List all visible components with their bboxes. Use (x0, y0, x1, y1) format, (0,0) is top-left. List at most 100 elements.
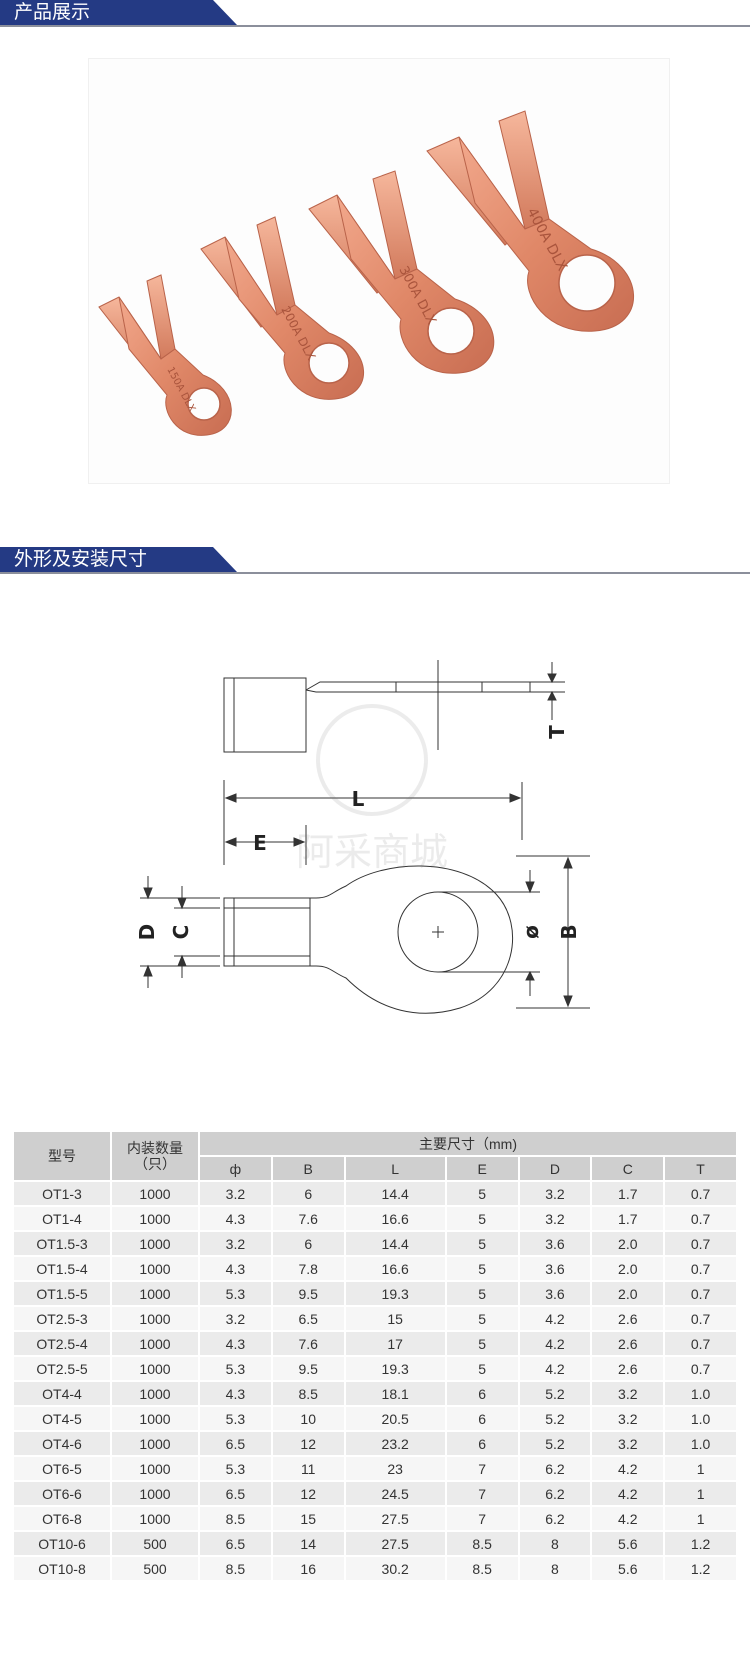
cell-b: 6 (272, 1232, 344, 1255)
cell-t: 1.0 (665, 1432, 736, 1455)
cell-t: 1.2 (665, 1557, 736, 1580)
cell-e: 5 (446, 1207, 518, 1230)
cell-quantity: 1000 (112, 1382, 198, 1405)
cell-d: 6.2 (519, 1482, 591, 1505)
side-view (223, 660, 531, 753)
cell-quantity: 1000 (112, 1432, 198, 1455)
cell-quantity: 1000 (112, 1457, 198, 1480)
dimension-c (174, 886, 220, 978)
cell-phi: 5.3 (200, 1457, 271, 1480)
cell-t: 0.7 (665, 1207, 736, 1230)
cell-c: 2.0 (592, 1282, 664, 1305)
cell-d: 3.2 (519, 1207, 591, 1230)
section-header-product-display: 产品展示 (0, 0, 750, 28)
dimension-l (223, 780, 523, 865)
cell-e: 5 (446, 1332, 518, 1355)
label-e: E (253, 831, 267, 855)
cell-d: 5.2 (519, 1432, 591, 1455)
cell-e: 7 (446, 1482, 518, 1505)
watermark-text: 阿采商城 (296, 830, 448, 874)
cell-model: OT2.5-3 (14, 1307, 110, 1330)
section-divider (0, 25, 750, 27)
cell-l: 20.5 (345, 1407, 445, 1430)
cell-quantity: 1000 (112, 1482, 198, 1505)
header-col-d: D (519, 1157, 591, 1180)
cell-phi: 8.5 (200, 1557, 271, 1580)
cell-quantity: 1000 (112, 1307, 198, 1330)
cell-phi: 6.5 (200, 1432, 271, 1455)
lug-400a: 400A DLX (426, 110, 634, 332)
copper-lugs-illustration: 150A DLX 200A DLX 300A DLX 400A DLX (98, 110, 634, 436)
cell-quantity: 1000 (112, 1207, 198, 1230)
cell-t: 0.7 (665, 1232, 736, 1255)
section-header-dimensions: 外形及安装尺寸 (0, 547, 750, 575)
cell-model: OT4-6 (14, 1432, 110, 1455)
cell-model: OT1-3 (14, 1182, 110, 1205)
section-divider (0, 572, 750, 574)
cell-quantity: 1000 (112, 1332, 198, 1355)
cell-b: 7.6 (272, 1332, 344, 1355)
cell-d: 6.2 (519, 1457, 591, 1480)
cell-e: 6 (446, 1432, 518, 1455)
cell-phi: 3.2 (200, 1232, 271, 1255)
cell-d: 4.2 (519, 1307, 591, 1330)
header-quantity-line1: 内装数量 (127, 1140, 183, 1156)
cell-l: 15 (345, 1307, 445, 1330)
cell-t: 0.7 (665, 1182, 736, 1205)
cell-c: 2.0 (592, 1257, 664, 1280)
cell-c: 2.6 (592, 1307, 664, 1330)
cell-d: 5.2 (519, 1382, 591, 1405)
cell-d: 3.2 (519, 1182, 591, 1205)
cell-d: 6.2 (519, 1507, 591, 1530)
cell-phi: 4.3 (200, 1382, 271, 1405)
cell-d: 8 (519, 1557, 591, 1580)
cell-model: OT4-5 (14, 1407, 110, 1430)
cell-phi: 4.3 (200, 1257, 271, 1280)
dimension-e (224, 825, 307, 865)
cell-l: 16.6 (345, 1257, 445, 1280)
cell-l: 19.3 (345, 1357, 445, 1380)
cell-b: 6.5 (272, 1307, 344, 1330)
cell-b: 12 (272, 1482, 344, 1505)
cell-c: 4.2 (592, 1482, 664, 1505)
label-c: C (169, 925, 193, 940)
cell-l: 27.5 (345, 1507, 445, 1530)
cell-phi: 5.3 (200, 1282, 271, 1305)
cell-c: 4.2 (592, 1507, 664, 1530)
cell-b: 7.6 (272, 1207, 344, 1230)
cell-l: 16.6 (345, 1207, 445, 1230)
cell-d: 3.6 (519, 1257, 591, 1280)
cell-model: OT2.5-4 (14, 1332, 110, 1355)
label-b: B (557, 924, 581, 939)
cell-quantity: 1000 (112, 1257, 198, 1280)
cell-phi: 8.5 (200, 1507, 271, 1530)
spec-table: 型号 内装数量 （只） 主要尺寸（mm) ф B L E D C T OT1-3… (12, 1130, 738, 1582)
cell-phi: 3.2 (200, 1182, 271, 1205)
label-d: D (135, 924, 159, 941)
cell-c: 3.2 (592, 1382, 664, 1405)
cell-d: 3.6 (519, 1282, 591, 1305)
lug-300a: 300A DLX (308, 170, 495, 374)
cell-t: 0.7 (665, 1357, 736, 1380)
cell-phi: 6.5 (200, 1532, 271, 1555)
cell-phi: 5.3 (200, 1357, 271, 1380)
cell-b: 7.8 (272, 1257, 344, 1280)
cell-b: 16 (272, 1557, 344, 1580)
cell-t: 0.7 (665, 1307, 736, 1330)
product-photo: 150A DLX 200A DLX 300A DLX 400A DLX (88, 58, 670, 484)
cell-t: 1 (665, 1457, 736, 1480)
cell-l: 24.5 (345, 1482, 445, 1505)
